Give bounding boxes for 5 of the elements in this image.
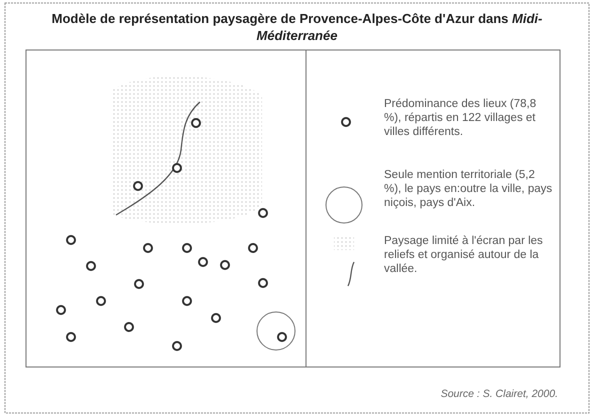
caption: Source : S. Clairet, 2000. (440, 388, 558, 400)
legend-text: Prédominance des lieux (78,8 %), répartis en 122 villages et villes différents. (384, 97, 538, 139)
title: Modèle de représentation paysagère de Provence-Alpes-Côte d'Azur dans Midi-Méditerranée (50, 10, 544, 44)
legend-text: Paysage limité à l'écran par les reliefs et organisé autour de la vallée. (384, 234, 544, 276)
legend-text: Seule mention territoriale (5,2 %), le pays en:outre la ville, pays niçois, pays d'Aix. (384, 168, 554, 210)
